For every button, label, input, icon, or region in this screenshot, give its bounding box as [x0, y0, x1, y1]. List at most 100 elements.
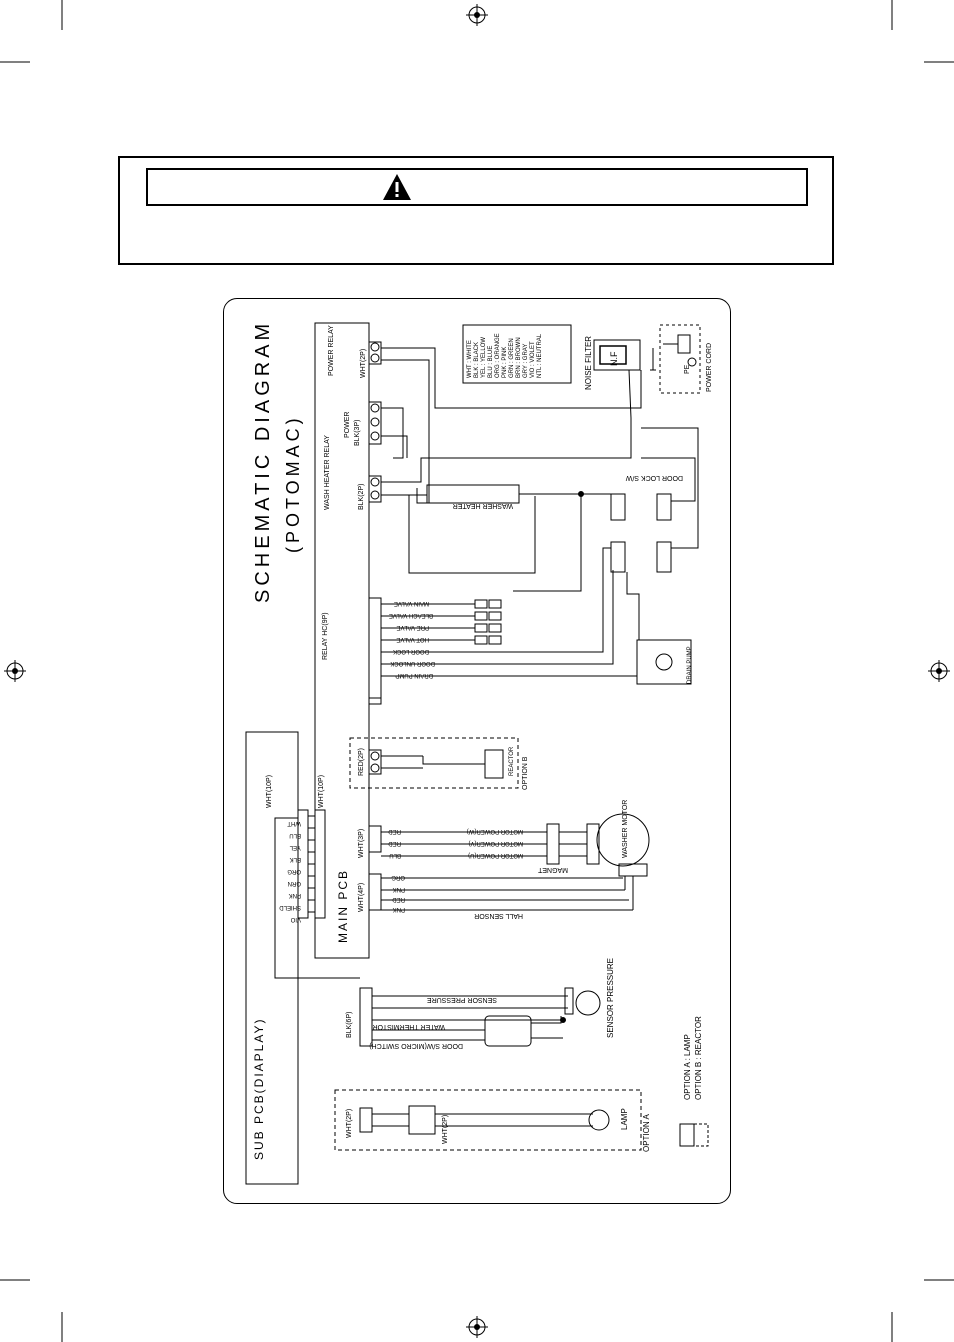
svg-text:DRAIN PUMP: DRAIN PUMP [395, 672, 433, 678]
lamp-conn2-label: WHT(2P) [442, 1115, 449, 1144]
washer-motor-circle [596, 813, 650, 867]
svg-text:BLK: BLK [290, 856, 301, 862]
power-relay-conn: WHT(2P) [360, 349, 367, 378]
svg-text:NTL : NEUTRAL: NTL : NEUTRAL [537, 333, 543, 378]
svg-text:RED: RED [388, 828, 401, 834]
warning-header [146, 168, 808, 206]
svg-text:PNK: PNK [393, 886, 405, 892]
option-a-note: OPTION A : LAMP [683, 1034, 692, 1100]
motor-conn-label: WHT(3P) [358, 829, 365, 858]
schematic-diagram-frame [223, 298, 731, 1204]
registration-mark-icon [928, 660, 950, 682]
svg-text:DOOR LOCK: DOOR LOCK [393, 648, 429, 654]
option-a-label: OPTION A [642, 1114, 651, 1152]
option-a-box [334, 1089, 642, 1151]
power-label: POWER [344, 412, 351, 438]
noise-filter-box [593, 339, 641, 371]
water-thermistor-label: WATER THERMISTOR [373, 1023, 445, 1030]
option-b-label: OPTION B [522, 756, 529, 790]
svg-text:GRN : GREEN: GRN : GREEN [509, 338, 515, 378]
registration-mark-icon [466, 1316, 488, 1338]
power-cord-label: POWER CORD [706, 343, 713, 392]
lamp-label: LAMP [620, 1108, 629, 1130]
diagram-subtitle: (POTOMAC) [283, 414, 303, 553]
svg-text:YEL: YEL [289, 844, 301, 850]
lamp-conn-label: WHT(2P) [346, 1109, 353, 1138]
relay-conn-label: RELAY HC(9P) [322, 612, 329, 660]
motor-wire-labels: RED RED BLU [388, 828, 401, 858]
svg-text:PNK : PINK: PNK : PINK [502, 347, 508, 378]
svg-text:MOTOR POWER(W): MOTOR POWER(W) [467, 828, 523, 834]
magnet-label: MAGNET [537, 866, 568, 873]
svg-text:ORG: ORG [391, 874, 405, 880]
power-relay-label: POWER RELAY [328, 325, 335, 376]
svg-text:VIO : VIOLET: VIO : VIOLET [530, 341, 536, 378]
svg-text:BLEACH VALVE: BLEACH VALVE [389, 612, 433, 618]
svg-text:SHIELD: SHIELD [279, 904, 301, 910]
svg-text:BRN : BROWN: BRN : BROWN [516, 337, 522, 378]
svg-text:PRE VALVE: PRE VALVE [397, 624, 429, 630]
noise-filter-label: NOISE FILTER [584, 336, 593, 390]
schematic-diagram: SCHEMATIC DIAGRAM (POTOMAC) MAIN PCB SUB… [245, 320, 713, 1185]
diagram-title: SCHEMATIC DIAGRAM [252, 320, 274, 603]
svg-text:BLU: BLU [289, 832, 301, 838]
svg-text:MAIN VALVE: MAIN VALVE [394, 600, 429, 606]
sub-10p-label: WHT(10P) [266, 775, 273, 808]
legend-box [462, 324, 572, 384]
svg-text:MOTOR POWER(V): MOTOR POWER(V) [468, 840, 523, 846]
pe-label: PE [684, 364, 691, 374]
svg-text:WHT: WHT [287, 820, 301, 826]
washer-motor-label: WASHER MOTOR [622, 800, 629, 858]
svg-text:MOTOR POWER(U): MOTOR POWER(U) [468, 852, 523, 858]
svg-text:YEL : YELLOW: YEL : YELLOW [481, 337, 487, 378]
main-pcb-label: MAIN PCB [336, 869, 350, 943]
sensor-pressure-label: SENSOR PRESSURE [606, 958, 615, 1038]
svg-text:GRN: GRN [288, 880, 301, 886]
sensor-pressure-circle [575, 990, 601, 1016]
drain-pump-label: DRAIN PUMP [687, 646, 693, 684]
svg-text:PNK: PNK [393, 906, 405, 912]
wash-heater-relay-label: WASH HEATER RELAY [324, 435, 331, 510]
main-10p-label: WHT(10P) [318, 775, 325, 808]
sub-wire-labels: WHT BLU YEL BLK ORG GRN PNK SHIELD VIO [279, 820, 301, 922]
sub-pcb-label: SUB PCB(DIAPLAY) [252, 1018, 266, 1160]
warning-triangle-icon [383, 174, 411, 200]
svg-text:RED: RED [392, 896, 405, 902]
svg-text:RED: RED [388, 840, 401, 846]
door-sw-label: DOOR S/W(MICRO SWITCH) [369, 1042, 463, 1049]
svg-text:WHT : WHITE: WHT : WHITE [467, 340, 473, 378]
svg-text:DOOR UNLOCK: DOOR UNLOCK [390, 660, 435, 666]
door-lock-label: DOOR LOCK S/W [625, 474, 683, 481]
sub-pcb-box [245, 731, 299, 1185]
nf-label: N.F [609, 351, 619, 366]
reactor-label: REACTOR [509, 746, 515, 776]
svg-text:BLK : BLACK: BLK : BLACK [474, 342, 480, 378]
svg-text:BLU: BLU [389, 852, 401, 858]
power-conn: BLK(3P) [354, 420, 361, 446]
lamp-circle [588, 1109, 610, 1131]
washer-heater-label: WASHER HEATER [453, 502, 513, 509]
color-legend: WHT : WHITE BLK : BLACK YEL : YELLOW BLU… [467, 333, 543, 378]
sensor-conn-label: BLK(6P) [346, 1012, 353, 1038]
registration-mark-icon [466, 4, 488, 26]
option-b-box [349, 737, 519, 789]
hall-sensor-label: HALL SENSOR [474, 912, 523, 919]
svg-text:HOT VALVE: HOT VALVE [396, 636, 429, 642]
hall-wire-labels: ORG PNK RED PNK [391, 874, 405, 912]
svg-text:VIO: VIO [290, 916, 301, 922]
motor-power-labels: MOTOR POWER(W) MOTOR POWER(V) MOTOR POWE… [467, 828, 523, 858]
svg-text:ORG : ORANGE: ORG : ORANGE [495, 333, 501, 378]
reactor-conn: RED(2P) [358, 748, 365, 776]
hall-conn-label: WHT(4P) [358, 883, 365, 912]
svg-text:BLU : BLUE: BLU : BLUE [488, 346, 494, 378]
svg-text:ORG: ORG [287, 868, 301, 874]
option-b-note: OPTION B : REACTOR [694, 1016, 703, 1100]
wash-heater-conn: BLK(2P) [358, 484, 365, 510]
svg-text:PNK: PNK [289, 892, 301, 898]
svg-text:GRY : GRAY: GRY : GRAY [523, 344, 529, 378]
power-cord-box [659, 324, 701, 394]
warning-box [118, 156, 834, 265]
registration-mark-icon [4, 660, 26, 682]
sensor-pressure-wire-label: SENSOR PRESSURE [427, 996, 497, 1003]
